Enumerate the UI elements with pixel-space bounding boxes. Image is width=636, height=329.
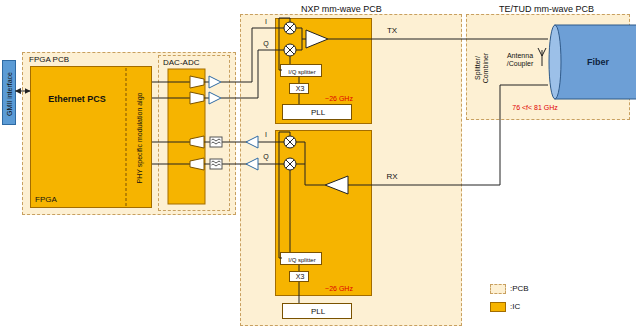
box-text: Fiber: [587, 57, 609, 67]
interface-box: GMII interface: [2, 60, 15, 125]
signal-name: Q: [263, 40, 268, 48]
signal-name: TX: [387, 26, 397, 35]
dac-symbol: [190, 92, 204, 104]
splitter-box: I/Q splitter: [280, 64, 322, 77]
wire: [204, 82, 209, 98]
dac-adc-chip: [168, 69, 205, 204]
legend-swatch: [490, 284, 506, 294]
fiber-end: [549, 25, 561, 99]
wire: [152, 98, 190, 99]
fpga-divider: [126, 68, 127, 206]
signal-connector: [16, 91, 30, 92]
antenna-symbol: [538, 48, 546, 66]
filter-symbol: [210, 159, 222, 169]
amplifier-symbol: [209, 76, 221, 88]
filter-symbol: [212, 161, 221, 166]
amplifier-symbol: [246, 158, 258, 170]
amplifier-symbol: [209, 76, 258, 170]
fpga-chip: Ethernet PCS PHY specific modulation algo…: [30, 66, 152, 208]
filter-symbol: [212, 139, 221, 144]
part-name: Splitter/ Combiner: [474, 50, 490, 86]
amplifier-symbol: [246, 136, 258, 148]
box-text: ~26 GHz: [325, 95, 353, 103]
legend-text: :IC: [510, 302, 520, 311]
pll-box: PLL: [282, 104, 352, 120]
signal-connector: [152, 82, 158, 83]
legend-swatch: [490, 302, 506, 312]
box-text: PHY specific modulation algo: [136, 93, 144, 184]
mixer-symbol: [284, 22, 296, 170]
wire: [279, 132, 290, 258]
box-text: X3: [296, 85, 305, 93]
signal-name: I: [265, 18, 267, 26]
wire: [222, 142, 230, 143]
pcb-region: NXP mm-wave PCB~26 GHzI/Q splitterX3PLL~…: [240, 14, 462, 326]
fiber-body: [555, 25, 636, 99]
fpga-divider: [126, 68, 127, 206]
adc-symbol: [190, 136, 204, 170]
box-title: DAC-ADC: [163, 58, 199, 67]
signal-name: RX: [386, 172, 397, 181]
dac-symbol: [190, 76, 204, 88]
wire: [328, 39, 372, 40]
pa-lna-symbol: [306, 30, 348, 194]
dac-adc-chip: [168, 69, 205, 204]
multiplier-box: X3: [289, 271, 309, 282]
wire: [221, 82, 230, 83]
legend-text: :PCB: [510, 284, 529, 293]
signal-connector: [299, 77, 300, 83]
mixer-symbol: [286, 24, 294, 168]
box-text: Ethernet PCS: [48, 94, 106, 104]
antenna-symbol: [538, 48, 546, 66]
filter-symbol: [210, 137, 222, 169]
wire: [290, 170, 291, 252]
adc-symbol: [190, 158, 204, 170]
wire: [152, 142, 190, 143]
box-text: ~26 GHz: [325, 285, 353, 293]
multiplier-box: X3: [289, 83, 309, 94]
signal-connector: [372, 85, 548, 185]
pa-lna-symbol: [325, 176, 348, 194]
box-title: NXP mm-wave PCB: [301, 4, 382, 14]
adc-symbol: [190, 136, 204, 148]
amplifier-symbol: [209, 92, 221, 104]
wire: [152, 18, 372, 258]
wire: [204, 142, 210, 164]
box-text: GMII interface: [6, 72, 14, 116]
box-title: TE/TUD mm-wave PCB: [499, 4, 594, 14]
signal-connector: [299, 265, 300, 271]
signal-connector: [372, 39, 548, 40]
part-name: Antenna /Coupler: [503, 52, 537, 68]
frequency-note: 76 <f< 81 GHz: [512, 104, 558, 112]
filter-symbol: [210, 137, 222, 147]
box-text: I/Q splitter: [288, 68, 315, 75]
wire: [296, 28, 306, 50]
wire: [290, 56, 291, 64]
box-text: PLL: [311, 108, 325, 117]
wire: [296, 142, 325, 185]
box-title: FPGA PCB: [29, 55, 69, 64]
pa-lna-symbol: [306, 30, 328, 48]
box-text: I/Q splitter: [288, 256, 315, 263]
dac-symbol: [190, 76, 204, 104]
wire: [152, 164, 190, 165]
pll-box: PLL: [282, 303, 352, 319]
fiber-cylinder: Fiber: [548, 24, 636, 100]
wire: [158, 82, 190, 83]
signal-connector: [299, 282, 300, 303]
signal-connector: [299, 94, 300, 104]
signal-name: Q: [263, 153, 268, 161]
wire: [348, 185, 372, 186]
box-text: PLL: [311, 307, 325, 316]
wire: [221, 50, 275, 98]
splitter-box: I/Q splitter: [280, 252, 322, 265]
signal-name: I: [265, 131, 267, 139]
box-text: FPGA: [35, 195, 57, 204]
box-text: X3: [296, 273, 305, 281]
signal-connector: [230, 28, 275, 82]
